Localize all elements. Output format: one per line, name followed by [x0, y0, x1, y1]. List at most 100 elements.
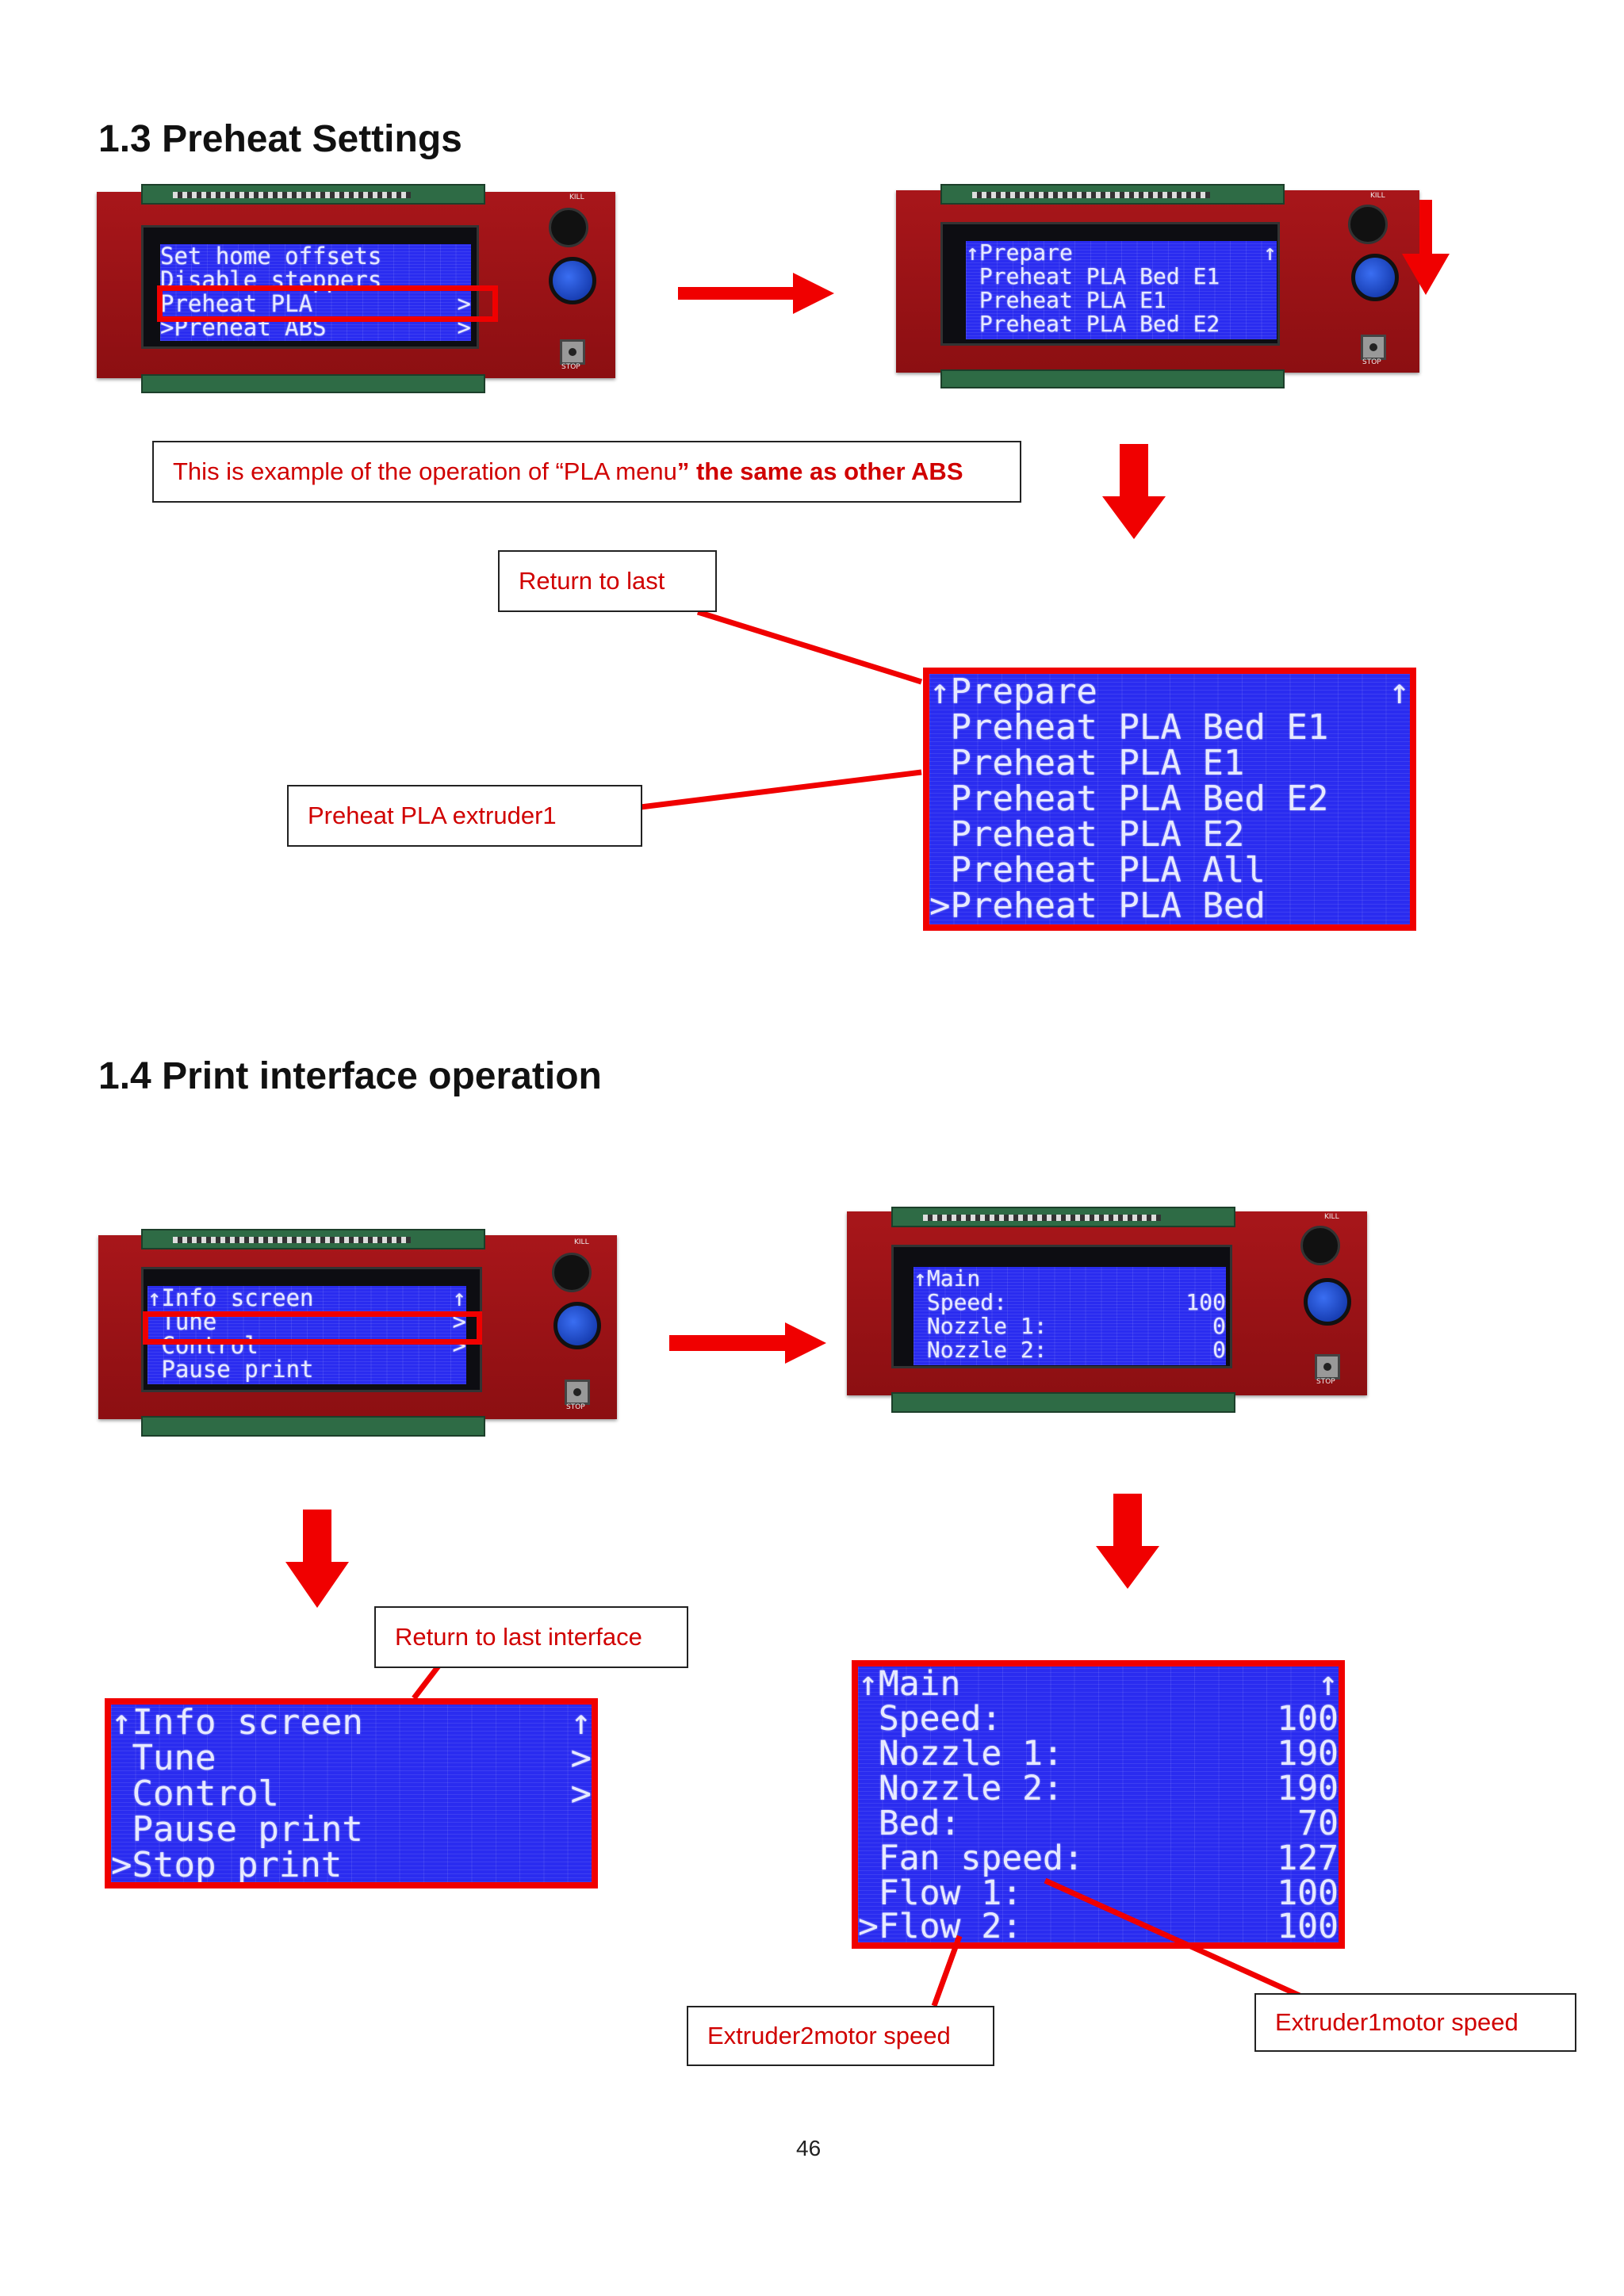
- lcd-screen-info-detail: ↑Info screen ↑ Tune > Control > Pause print…: [105, 1698, 598, 1888]
- lcd-line: Nozzle 2:: [914, 1337, 1048, 1363]
- lcd-line: Preheat PLA All: [929, 850, 1266, 890]
- leader-line: [1044, 1877, 1327, 2011]
- stop-button-icon: [1361, 335, 1386, 360]
- lcd-line: Pause print: [147, 1356, 314, 1383]
- callout-extruder2: Extruder2motor speed: [687, 2006, 994, 2066]
- callout-text-bold: ” the same as other ABS: [676, 457, 963, 485]
- lcd-line: ↑Prepare: [929, 672, 1097, 712]
- lcd-line: Speed:: [858, 1699, 1002, 1739]
- lcd-line-right: 127: [1277, 1839, 1339, 1878]
- highlight-preheat-pla: [157, 285, 498, 322]
- lcd-line: ↑Main: [858, 1664, 961, 1704]
- lcd-line: Nozzle 1:: [858, 1734, 1063, 1774]
- lcd-screen-preheat-menu: Set home offsets Disable steppers Prehea…: [160, 244, 471, 341]
- lcd-line-right: 100: [1277, 1699, 1339, 1739]
- rotary-knob-icon: [553, 1302, 601, 1349]
- kill-label: KILL: [1370, 192, 1385, 200]
- right-arrow-icon: [669, 1322, 826, 1364]
- callout-preheat-extruder: Preheat PLA extruder1: [287, 785, 642, 847]
- lcd-screen-main-status: ↑Main Speed: 100 Nozzle 1: 0 Nozzle 2: 0: [914, 1267, 1226, 1365]
- lcd-line-right: ↑: [452, 1286, 466, 1311]
- lcd-line: >Flow 2:: [858, 1907, 1023, 1946]
- down-arrow-icon: [1102, 444, 1166, 539]
- lcd-line: Preheat PLA E1: [929, 743, 1245, 783]
- lcd-line: Preheat PLA E1: [966, 287, 1166, 313]
- lcd-line: Tune: [111, 1738, 216, 1778]
- stop-label: STOP: [566, 1403, 585, 1411]
- kill-label: KILL: [574, 1238, 589, 1246]
- lcd-line: Preheat PLA E2: [929, 814, 1245, 855]
- buzzer-icon: [549, 208, 588, 247]
- lcd-line: Preheat PLA Bed E2: [966, 311, 1220, 337]
- stop-label: STOP: [561, 363, 580, 371]
- callout-return-last-interface: Return to last interface: [374, 1606, 688, 1668]
- down-arrow-icon: [1096, 1494, 1159, 1589]
- kill-label: KILL: [569, 193, 584, 201]
- lcd-line-right: 0: [1212, 1313, 1226, 1339]
- lcd-line: ↑Main: [914, 1267, 981, 1292]
- lcd-line: Nozzle 2:: [858, 1769, 1063, 1808]
- lcd-line: Pause print: [111, 1809, 363, 1850]
- lcd-line: Flow 1:: [858, 1873, 1023, 1913]
- stop-button-icon: [565, 1380, 590, 1405]
- callout-pla-note: This is example of the operation of “PLA…: [152, 441, 1021, 503]
- lcd-line-right: ↑: [1263, 241, 1277, 266]
- lcd-line: Preheat PLA Bed E1: [929, 707, 1329, 748]
- leader-line: [696, 609, 923, 685]
- lcd-line-right: ↑: [1318, 1664, 1339, 1704]
- lcd-line-right: 100: [1185, 1289, 1226, 1315]
- lcd-line-right: 70: [1297, 1804, 1339, 1843]
- lcd-line-right: >: [457, 290, 471, 317]
- buzzer-icon: [552, 1253, 592, 1292]
- lcd-line: ↑Info screen: [111, 1702, 363, 1743]
- leader-line: [931, 1934, 963, 2007]
- section-heading-preheat: 1.3 Preheat Settings: [98, 118, 462, 160]
- lcd-line-right: 0: [1212, 1337, 1226, 1363]
- lcd-line-right: 100: [1277, 1907, 1339, 1946]
- stop-button-icon: [1315, 1354, 1340, 1380]
- lcd-line: Preheat PLA Bed E2: [929, 779, 1329, 819]
- page-number: 46: [796, 2136, 822, 2160]
- stop-label: STOP: [1316, 1378, 1335, 1386]
- lcd-line: Speed:: [914, 1289, 1008, 1315]
- callout-extruder1: Extruder1motor speed: [1254, 1993, 1576, 2052]
- lcd-screen-info-menu: ↑Info screen↑ Tune> Control> Pause print: [147, 1286, 466, 1384]
- callout-text: This is example of the operation of “PLA…: [173, 457, 677, 485]
- lcd-screen-preheat-detail: ↑Prepare ↑ Preheat PLA Bed E1 Preheat PLA…: [923, 668, 1416, 931]
- lcd-line-right: >: [570, 1738, 592, 1778]
- down-arrow-icon: [1402, 200, 1450, 295]
- lcd-line-right: 190: [1277, 1734, 1339, 1774]
- lcd-line: Preheat PLA Bed E1: [966, 263, 1220, 289]
- lcd-screen-prepare-menu: ↑Prepare ↑ Preheat PLA Bed E1 Preheat PLA…: [966, 241, 1277, 339]
- right-arrow-icon: [678, 273, 834, 314]
- stop-label: STOP: [1362, 358, 1381, 366]
- lcd-line: Control: [147, 1332, 259, 1359]
- lcd-line: Set home offsets: [160, 244, 382, 270]
- lcd-line-right: ↑: [1388, 672, 1411, 712]
- lcd-line: >Stop print: [111, 1845, 343, 1885]
- lcd-line: ↑Info screen: [147, 1286, 314, 1311]
- rotary-knob-icon: [549, 257, 596, 304]
- buzzer-icon: [1300, 1226, 1340, 1265]
- callout-return-last: Return to last: [498, 550, 717, 612]
- buzzer-icon: [1348, 205, 1388, 244]
- lcd-line: ↑Prepare: [966, 241, 1073, 266]
- stop-button-icon: [560, 339, 585, 365]
- down-arrow-icon: [285, 1510, 349, 1608]
- lcd-line: Nozzle 1:: [914, 1313, 1048, 1339]
- lcd-line: Preheat PLA: [160, 290, 313, 317]
- lcd-line: >Preheat PLA Bed: [929, 886, 1266, 926]
- lcd-line: Fan speed:: [858, 1839, 1084, 1878]
- kill-label: KILL: [1324, 1213, 1339, 1221]
- section-heading-print-interface: 1.4 Print interface operation: [98, 1055, 602, 1097]
- rotary-knob-icon: [1304, 1278, 1351, 1326]
- lcd-line-right: ↑: [570, 1702, 592, 1743]
- lcd-line: Bed:: [858, 1804, 961, 1843]
- rotary-knob-icon: [1351, 254, 1399, 301]
- highlight-tune: [143, 1311, 482, 1345]
- lcd-screen-main-detail: ↑Main ↑ Speed: 100 Nozzle 1: 190 Nozzle 2: 1…: [852, 1660, 1345, 1949]
- lcd-line: Control: [111, 1774, 279, 1814]
- lcd-line-right: 190: [1277, 1769, 1339, 1808]
- lcd-line-right: >: [570, 1774, 592, 1814]
